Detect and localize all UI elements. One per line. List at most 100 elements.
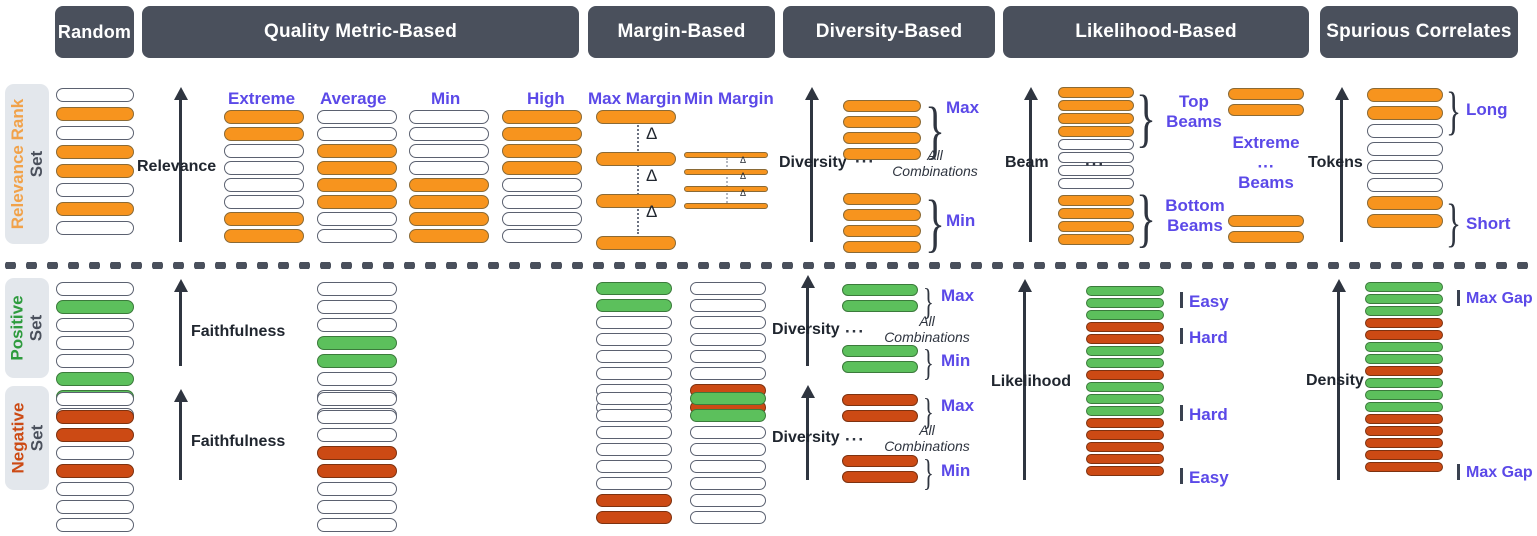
bar: [690, 299, 766, 312]
bar: [502, 144, 582, 158]
delta-symbol: Δ: [740, 155, 747, 165]
bar: [56, 145, 134, 159]
axis-density: [1337, 288, 1340, 480]
bar: [1086, 370, 1164, 380]
bar: [224, 161, 304, 175]
brace-tokens-short: }: [1446, 195, 1462, 253]
stack-rank-tokens: [1367, 88, 1443, 232]
margin-connector-min: [726, 158, 728, 206]
bar: [1365, 366, 1443, 376]
label-likelihood-hard-top: Hard: [1189, 328, 1228, 347]
bar: [1365, 342, 1443, 352]
label-all-combinations-positive: All Combinations: [884, 313, 970, 345]
bar: [596, 426, 672, 439]
axis-diversity-negative: [806, 394, 809, 480]
chip-label: Quality Metric-Based: [264, 21, 457, 42]
bar: [502, 229, 582, 243]
ellipsis-diversity-positive: ···: [845, 322, 865, 341]
stack-neg-margin-max: [596, 392, 672, 528]
bar: [596, 494, 672, 507]
bar: [317, 229, 397, 243]
bar: [409, 212, 489, 226]
bar: [1058, 87, 1134, 98]
bar: [596, 299, 672, 312]
column-title-extreme: Extreme: [228, 89, 296, 108]
stack-rank-high: [502, 110, 582, 246]
bar: [1228, 215, 1304, 227]
category-chip-likelihood-based[interactable]: Likelihood-Based: [1003, 6, 1309, 58]
tick-likelihood-hard-top: [1180, 328, 1183, 344]
bar: [56, 221, 134, 235]
bar: [317, 212, 397, 226]
chip-label: Random: [57, 21, 132, 42]
set-label-relevance-rank: Relevance Rank Set: [5, 84, 49, 244]
bar: [1086, 298, 1164, 308]
category-chip-diversity-based[interactable]: Diversity-Based: [783, 6, 995, 58]
bar: [56, 126, 134, 140]
bar: [317, 482, 397, 496]
ellipsis-rank-diversity: ···: [855, 152, 875, 171]
chip-label: Diversity-Based: [815, 21, 963, 42]
stack-pos-diversity-min: [842, 345, 918, 377]
label-pos-diversity-min: Min: [941, 351, 971, 370]
axis-diversity-rank: [810, 96, 813, 242]
bar: [842, 284, 918, 296]
bar: [224, 212, 304, 226]
bar: [596, 110, 676, 124]
axis-beam: [1029, 96, 1032, 242]
bar: [596, 194, 676, 208]
bar: [1086, 442, 1164, 452]
label-pos-diversity-max: Max: [941, 286, 975, 305]
category-chip-quality-metric-based[interactable]: Quality Metric-Based: [142, 6, 579, 58]
bar: [1365, 462, 1443, 472]
bar: [1058, 178, 1134, 189]
bar: [842, 455, 918, 467]
bar: [684, 152, 768, 158]
bar: [56, 318, 134, 332]
bar: [1086, 394, 1164, 404]
category-chip-spurious-correlates[interactable]: Spurious Correlates: [1320, 6, 1518, 58]
bar: [317, 518, 397, 532]
bar: [56, 300, 134, 314]
label-extreme-beams-extreme: Extreme: [1232, 133, 1300, 152]
category-chip-margin-based[interactable]: Margin-Based: [588, 6, 775, 58]
bar: [224, 178, 304, 192]
bar: [1086, 334, 1164, 344]
bar: [1365, 282, 1443, 292]
bar: [502, 161, 582, 175]
category-chip-random[interactable]: Random: [55, 6, 134, 58]
delta-symbol: Δ: [646, 124, 658, 143]
label-bottom-beams: Bottom Beams: [1165, 196, 1225, 235]
bar: [1058, 221, 1134, 232]
bar: [596, 350, 672, 363]
brace-rank-diversity-min: }: [925, 188, 945, 260]
bar: [1365, 390, 1443, 400]
bar: [409, 195, 489, 209]
bar: [56, 464, 134, 478]
label-all-combinations-negative: All Combinations: [884, 422, 970, 454]
bar: [224, 229, 304, 243]
bar: [690, 282, 766, 295]
bar: [690, 392, 766, 405]
bar: [317, 372, 397, 386]
bar: [409, 127, 489, 141]
bar: [317, 336, 397, 350]
axis-label-relevance: Relevance: [137, 158, 217, 175]
bar: [1058, 139, 1134, 150]
bar: [843, 209, 921, 221]
bar: [843, 116, 921, 128]
bar: [409, 161, 489, 175]
bar: [224, 195, 304, 209]
bar: [224, 127, 304, 141]
label-neg-diversity-min: Min: [941, 461, 971, 480]
axis-label-likelihood: Likelihood: [991, 373, 1071, 390]
bar: [843, 241, 921, 253]
bar: [1365, 378, 1443, 388]
bar: [690, 350, 766, 363]
bar: [317, 318, 397, 332]
bar: [1086, 454, 1164, 464]
set-label-text: Positive Set: [7, 295, 47, 361]
brace-pos-diversity-max: }: [923, 280, 934, 323]
ellipsis-diversity-negative: ···: [845, 430, 865, 449]
bar: [1058, 195, 1134, 206]
